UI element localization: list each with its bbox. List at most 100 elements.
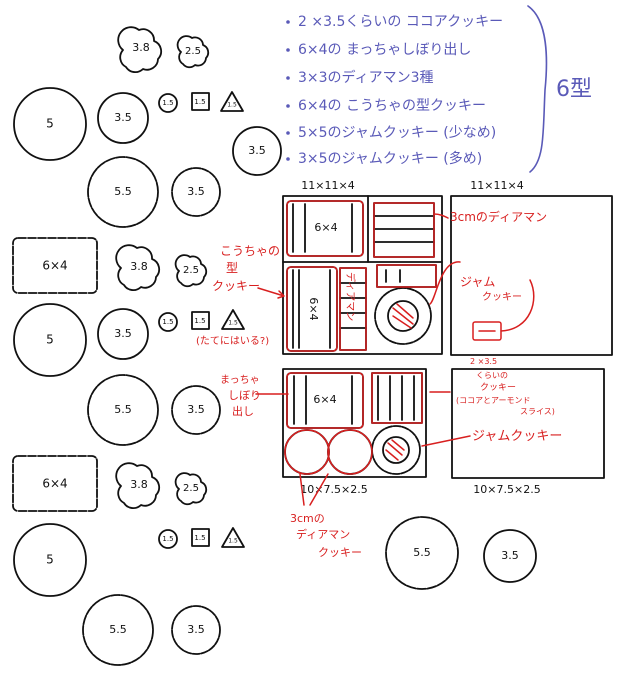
cookie-label: 5.5 bbox=[413, 546, 431, 559]
cookie-circle-35-a: 3.5 bbox=[97, 92, 149, 144]
cookie-scallop-35-a: 3.5 bbox=[171, 167, 221, 217]
cookie-label: 1.5 bbox=[194, 98, 205, 106]
notes-list: 2 ×3.5くらいの ココアクッキー 6×4の まっちゃしぼり出し 3×3のディ… bbox=[286, 5, 592, 173]
cookie-label: 1.5 bbox=[162, 535, 173, 543]
box-size-label: 10×7.5×2.5 bbox=[473, 483, 540, 496]
note-item: 3×5のジャムクッキー (多め) bbox=[298, 150, 482, 167]
cookie-flower-38-a: 3.8 bbox=[117, 26, 163, 73]
annotation-cocoa-4: (ココアとアーモンド bbox=[456, 396, 530, 405]
cookie-rect-6x4-b: 6×4 bbox=[12, 455, 98, 512]
annotation-koucha-2: 型 bbox=[226, 261, 238, 275]
cookie-flower-38-b: 3.8 bbox=[115, 244, 161, 291]
cookie-label: 2.5 bbox=[185, 46, 201, 57]
cookie-circle-15-c: 1.5 bbox=[158, 529, 178, 549]
annotation-jam-cookie: ジャムクッキー bbox=[472, 429, 562, 444]
bullet-icon bbox=[286, 157, 290, 161]
cookie-label: 1.5 bbox=[228, 320, 238, 327]
cookie-scallop-55-a: 5.5 bbox=[87, 156, 159, 228]
cookie-label: 2.5 bbox=[183, 483, 199, 494]
annotation-cocoa-3: クッキー bbox=[480, 382, 516, 393]
cookie-label: 2.5 bbox=[183, 265, 199, 276]
cookie-flower-25-c: 2.5 bbox=[174, 472, 208, 506]
cookie-circle-35-d: 3.5 bbox=[483, 529, 537, 583]
bullet-icon bbox=[286, 131, 290, 135]
cookie-flower-25-b: 2.5 bbox=[174, 254, 208, 288]
cookie-label: 6×4 bbox=[42, 259, 67, 273]
cookie-flower-25-a: 2.5 bbox=[176, 35, 210, 69]
bullet-icon bbox=[286, 20, 290, 24]
note-item: 3×3のディアマン3種 bbox=[298, 69, 433, 86]
cookie-label: 1.5 bbox=[227, 102, 237, 109]
cookie-circle-5-c: 5 bbox=[13, 523, 87, 597]
cookie-rect-6x4-a: 6×4 bbox=[12, 237, 98, 294]
cookie-triangle-15-b: 1.5 bbox=[221, 309, 245, 330]
cookie-circle-5-a: 5 bbox=[13, 87, 87, 161]
box-2: 11×11×4 bbox=[450, 179, 613, 356]
cookie-label: 3.5 bbox=[187, 403, 205, 416]
annotation-cocoa-2: くらいの bbox=[476, 371, 508, 380]
cookie-label: 5 bbox=[46, 117, 54, 131]
cookie-label: 5 bbox=[46, 333, 54, 347]
cookie-label: 1.5 bbox=[228, 538, 238, 545]
annotation-diamant: 3cmのディアマン bbox=[450, 209, 547, 224]
cookie-label: 5.5 bbox=[109, 623, 127, 636]
box-3: 6×4 10×7.5×2.5 bbox=[282, 368, 427, 496]
annotation-cocoa-1: 2 ×3.5 bbox=[470, 357, 497, 366]
inner-label: 6×4 bbox=[313, 393, 336, 406]
note-item: 2 ×3.5くらいの ココアクッキー bbox=[298, 14, 503, 30]
cookie-label: 3.5 bbox=[114, 111, 132, 124]
cookie-triangle-15-c: 1.5 bbox=[221, 527, 245, 548]
box-1: 11×11×4 6×4 6×4 bbox=[282, 179, 443, 355]
cookie-label: 5 bbox=[46, 553, 54, 567]
annotation-jam-2: クッキー bbox=[482, 291, 522, 303]
cookie-label: 5.5 bbox=[114, 185, 132, 198]
annotations: 3cmのディアマン こうちゃの 型 クッキー (たてにはいる?) ディアマン ジ… bbox=[196, 209, 562, 559]
cookie-circle-35-c: 3.5 bbox=[97, 308, 149, 360]
cookie-square-15-a: 1.5 bbox=[191, 92, 210, 111]
cookie-label: 3.5 bbox=[248, 144, 266, 157]
annotation-cocoa-5: スライス) bbox=[520, 407, 555, 416]
cookie-label: 5.5 bbox=[114, 403, 132, 416]
bullet-icon bbox=[286, 104, 290, 108]
bracket bbox=[527, 5, 548, 173]
annotation-diamant-bottom-2: ディアマン bbox=[296, 527, 350, 541]
cookie-label: 3.8 bbox=[130, 478, 148, 491]
annotation-matcha-2: しぼり bbox=[228, 389, 261, 402]
cookie-circle-15-b: 1.5 bbox=[158, 312, 178, 332]
cookie-label: 1.5 bbox=[194, 534, 205, 542]
cookie-scallop-55-d: 5.5 bbox=[385, 516, 459, 590]
annotation-diamant-bottom-1: 3cmの bbox=[290, 512, 325, 525]
cookie-label: 3.8 bbox=[132, 41, 150, 54]
cookie-square-15-c: 1.5 bbox=[191, 528, 210, 547]
box-size-label: 10×7.5×2.5 bbox=[300, 483, 367, 496]
cookie-scallop-35-c: 3.5 bbox=[171, 605, 221, 655]
annotation-diamant-vertical: ディアマン bbox=[344, 272, 357, 321]
annotation-koucha-3: クッキー bbox=[212, 279, 260, 293]
cookie-label: 1.5 bbox=[194, 317, 205, 325]
cookie-flower-38-c: 3.8 bbox=[115, 462, 161, 509]
annotation-jam-1: ジャム bbox=[460, 275, 495, 289]
cookie-label: 3.8 bbox=[130, 260, 148, 273]
cookie-label: 1.5 bbox=[162, 318, 173, 326]
annotation-koucha-1: こうちゃの bbox=[220, 244, 280, 258]
cookie-scallop-55-b: 5.5 bbox=[87, 374, 159, 446]
cookie-label: 3.5 bbox=[501, 549, 519, 562]
annotation-koucha-question: (たてにはいる?) bbox=[196, 335, 269, 347]
cookie-scallop-55-c: 5.5 bbox=[82, 594, 154, 666]
cookie-circle-35-b: 3.5 bbox=[232, 126, 282, 176]
inner-label-vertical: 6×4 bbox=[307, 297, 320, 320]
cookie-label: 3.5 bbox=[187, 623, 205, 636]
bracket-label: 6型 bbox=[556, 77, 592, 102]
annotation-matcha-3: 出し bbox=[232, 404, 254, 418]
cookie-circle-5-b: 5 bbox=[13, 303, 87, 377]
note-item: 6×4の こうちゃの型クッキー bbox=[298, 98, 486, 114]
note-item: 5×5のジャムクッキー (少なめ) bbox=[298, 125, 496, 141]
box-4: 10×7.5×2.5 bbox=[451, 368, 605, 496]
cookie-square-15-b: 1.5 bbox=[191, 311, 210, 330]
note-item: 6×4の まっちゃしぼり出し bbox=[298, 42, 471, 58]
cookie-label: 1.5 bbox=[162, 99, 173, 107]
box-size-label: 11×11×4 bbox=[470, 179, 523, 192]
bullet-icon bbox=[286, 48, 290, 52]
annotation-diamant-bottom-3: クッキー bbox=[318, 546, 362, 559]
